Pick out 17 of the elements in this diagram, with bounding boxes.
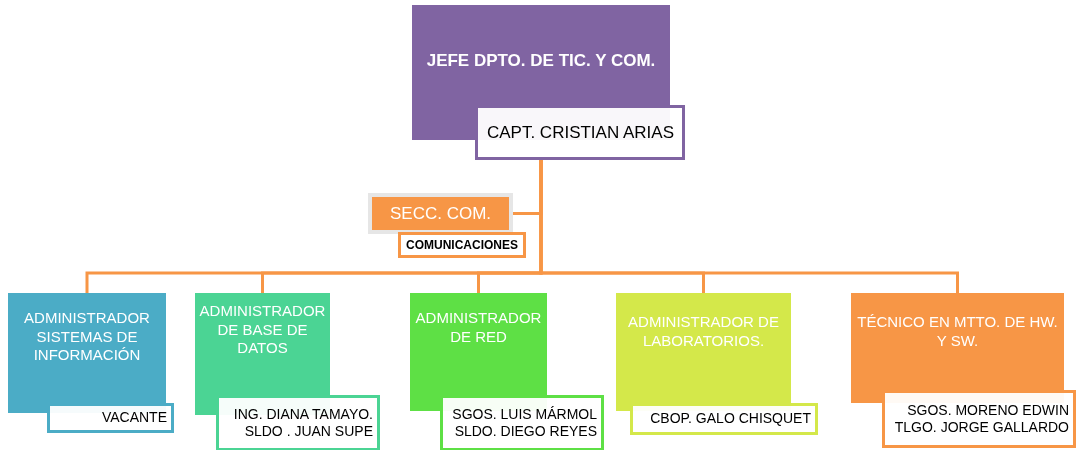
person-name: CBOP. GALO CHISQUET xyxy=(650,410,811,428)
person-name: SGOS. LUIS MÁRMOL xyxy=(452,405,597,423)
unit-title: SECC. COM. xyxy=(389,202,492,225)
person-name: VACANTE xyxy=(101,409,167,427)
person-name: CAPT. CRISTIAN ARIAS xyxy=(486,121,674,144)
unit-title: TÉCNICO EN MTTO. DE HW. Y SW. xyxy=(856,313,1059,351)
person-name: SGOS. MORENO EDWIN xyxy=(907,401,1069,419)
person-name: ING. DIANA TAMAYO. xyxy=(233,405,373,423)
unit-title: ADMINISTRADOR DE BASE DE DATOS xyxy=(199,301,326,359)
unit-title: ADMINISTRADOR DE LABORATORIOS. xyxy=(627,313,780,351)
unit-title: ADMINISTRADOR DE RED xyxy=(414,309,543,347)
unit-title: JEFE DPTO. DE TIC. Y COM. xyxy=(426,49,656,72)
person-name: SLDO . JUAN SUPE xyxy=(244,423,373,441)
person-name: COMUNICACIONES xyxy=(406,237,518,253)
unit-title: ADMINISTRADOR SISTEMAS DE INFORMACIÓN xyxy=(23,308,151,366)
person-name: TLGO. JORGE GALLARDO xyxy=(894,419,1069,437)
person-name: SLDO. DIEGO REYES xyxy=(454,423,597,441)
